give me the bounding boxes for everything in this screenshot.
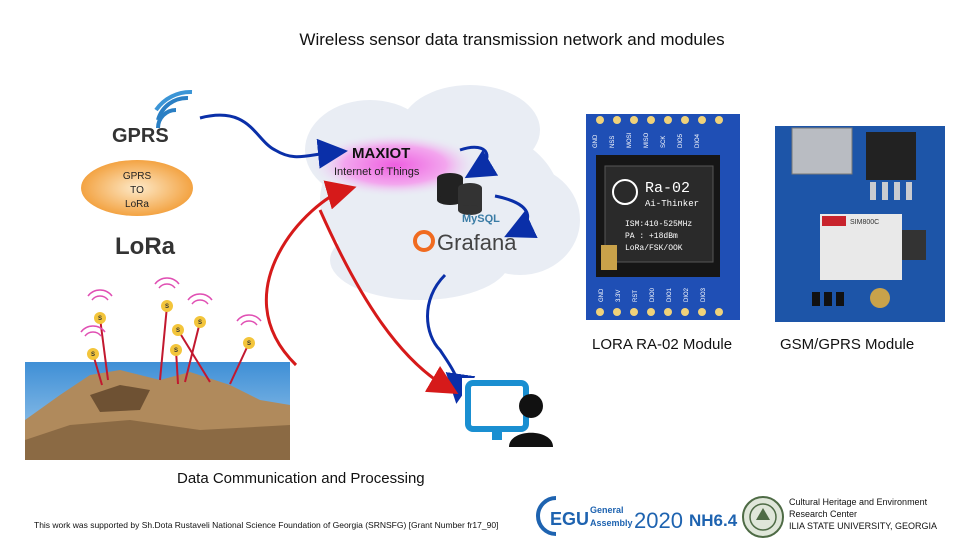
institution-line-1: Cultural Heritage and Environment <box>789 497 928 507</box>
converter-line-2: TO <box>130 185 144 196</box>
sensor-label: S <box>198 320 202 326</box>
lora-pin-bottom: DIO0 <box>650 287 656 302</box>
institution-line-2: Research Center <box>789 509 858 519</box>
arrow-sites-to-cloud <box>264 180 357 367</box>
egu-logo-text: EGU <box>550 509 589 529</box>
lora-logo: LoRa <box>115 233 176 260</box>
grafana-label: Grafana <box>437 230 517 255</box>
grant-acknowledgement: This work was supported by Sh.Dota Rusta… <box>34 520 499 530</box>
arrow-cloud-to-db <box>459 145 499 179</box>
gsm-chip-label: SIM800C <box>850 219 879 226</box>
sensor-signals <box>80 277 262 337</box>
gprs-label: GPRS <box>112 125 169 147</box>
ai-thinker-logo <box>612 179 638 205</box>
egu-logo <box>536 496 557 536</box>
sensor-label: S <box>176 328 180 334</box>
lora-pin-top: NSS <box>610 136 616 148</box>
converter-line-3: LoRa <box>125 199 149 210</box>
egu-general: General <box>590 505 624 515</box>
lora-pin-bottom: 3.3V <box>616 290 622 302</box>
sensor-icon <box>172 324 184 336</box>
lora-pin-bottom: DIO1 <box>667 287 673 302</box>
lora-chip-modes: LoRa/FSK/OOK <box>625 244 683 253</box>
cloud-subtitle: Internet of Things <box>334 166 420 178</box>
mysql-label: MySQL <box>462 213 500 225</box>
grafana-icon <box>413 230 435 252</box>
lora-pin-top: SCK <box>661 136 667 148</box>
sensor-icon <box>161 300 173 312</box>
lora-chip-ism: ISM:410-525MHz <box>625 220 692 229</box>
arrow-cloud-to-user-red <box>318 209 459 395</box>
user-workstation-icon <box>462 378 558 447</box>
lora-pin-bottom: DIO3 <box>701 287 707 302</box>
lora-pin-top: MOSI <box>627 132 633 148</box>
sensor-icon <box>243 337 255 349</box>
institution-seal-icon <box>742 496 784 538</box>
institution-info: Cultural Heritage and Environment Resear… <box>789 496 959 532</box>
gprs-to-lora-converter <box>81 160 193 216</box>
lora-module-caption: LORA RA-02 Module <box>592 336 733 353</box>
sensor-icon <box>87 348 99 360</box>
sensor-label: S <box>165 304 169 310</box>
institution-line-3: ILIA STATE UNIVERSITY, GEORGIA <box>789 521 938 531</box>
lora-pin-top: GND <box>593 134 599 148</box>
lora-module-photo <box>586 114 740 320</box>
lora-chip-model: Ra-02 <box>645 180 690 197</box>
sensor-icon <box>94 312 106 324</box>
cloud-title: MAXIOT <box>352 145 410 162</box>
converter-line-1: GPRS <box>123 171 152 182</box>
sensor-label: S <box>247 341 251 347</box>
database-icon <box>437 173 482 215</box>
sensor-markers <box>87 300 255 360</box>
gsm-module-caption: GSM/GPRS Module <box>780 336 915 353</box>
lora-pin-bottom: DIO2 <box>684 287 690 302</box>
lora-pin-top: DIO5 <box>678 133 684 148</box>
gsm-module-photo <box>775 126 945 322</box>
data-processing-caption: Data Communication and Processing <box>177 470 425 487</box>
wireless-signal-icon <box>154 89 193 129</box>
sensor-icon <box>194 316 206 328</box>
session-code: NH6.4 <box>689 511 738 530</box>
arrow-gprs-to-cloud <box>199 113 348 169</box>
heritage-site-photo <box>25 362 290 460</box>
sensor-label: S <box>98 316 102 322</box>
lora-chip-pa: PA : +18dBm <box>625 232 678 241</box>
sensor-icon <box>170 344 182 356</box>
lora-pin-bottom: GND <box>599 288 605 302</box>
arrow-db-to-grafana <box>494 194 538 238</box>
sensor-label: S <box>174 348 178 354</box>
egu-year: 2020 <box>634 508 683 533</box>
sensor-label: S <box>91 352 95 358</box>
lora-chip-vendor: Ai-Thinker <box>645 199 699 209</box>
lora-pin-bottom: RST <box>633 290 639 302</box>
lora-pin-top: MISO <box>644 132 650 148</box>
egu-assembly: Assembly <box>590 518 633 528</box>
page-title: Wireless sensor data transmission networ… <box>299 30 725 49</box>
lora-pin-top: DIO4 <box>695 133 701 148</box>
